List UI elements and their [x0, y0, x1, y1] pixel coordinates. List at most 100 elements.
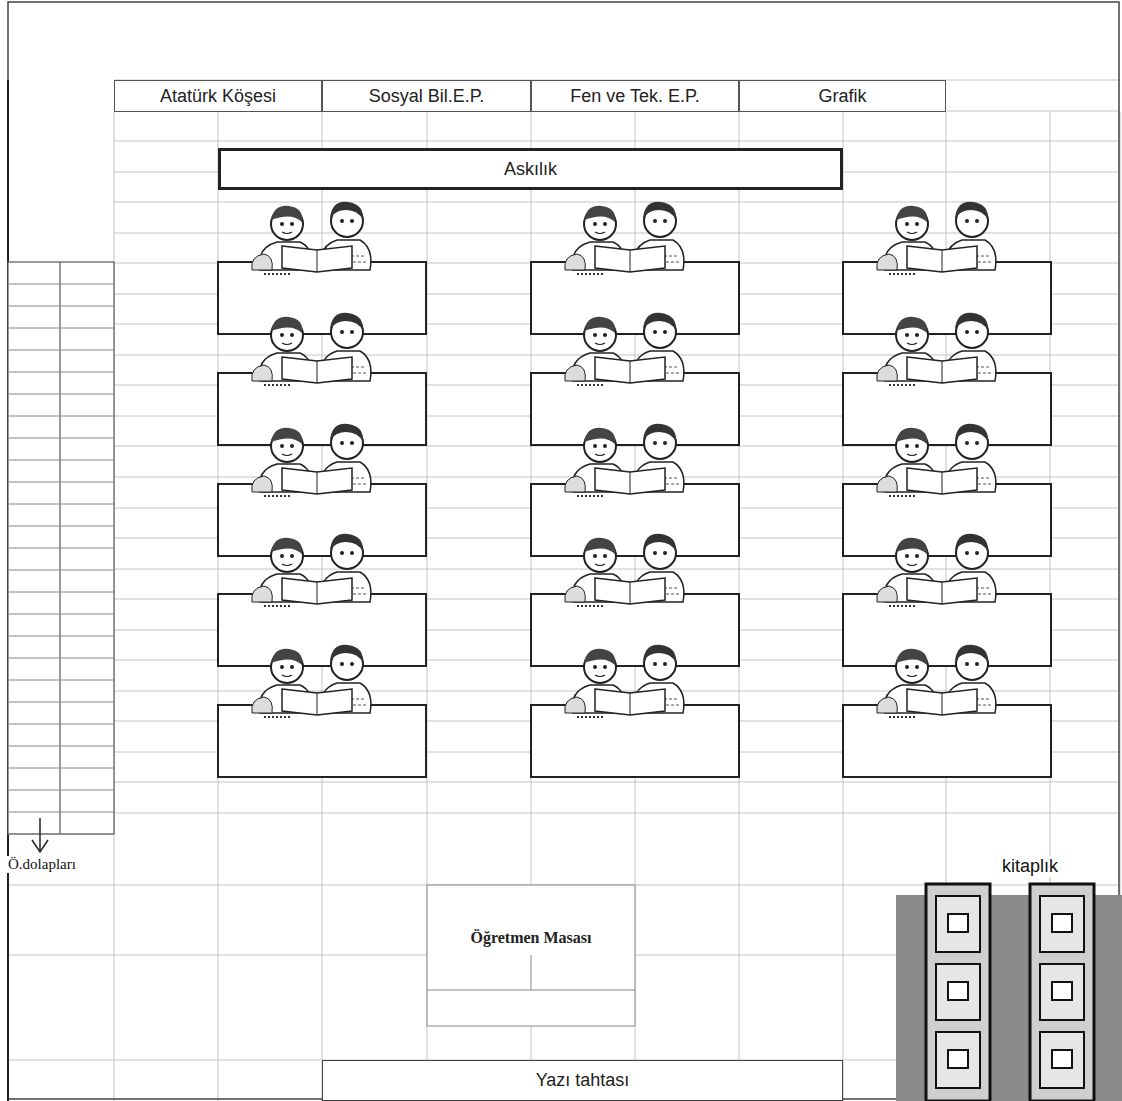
pupils-figure [252, 534, 371, 606]
pupils-figure [252, 424, 371, 496]
node-label: Sosyal Bil.E.P. [369, 86, 485, 107]
locker-shelf [8, 394, 114, 395]
furniture [8, 2, 1122, 1101]
teacher-desk: Öğretmen Masası [427, 921, 635, 955]
corner-board: Grafik [739, 80, 946, 112]
locker-shelf [8, 768, 114, 769]
grid-line [114, 141, 1120, 142]
pupil-desk [531, 645, 739, 777]
desk-top [218, 484, 426, 556]
desk-top [531, 373, 739, 445]
node-label: Yazı tahtası [536, 1070, 630, 1091]
grid-line [114, 782, 1120, 783]
corner-board: Atatürk Köşesi [114, 80, 322, 112]
pupils-figure [565, 424, 684, 496]
pupils-figure [565, 645, 684, 717]
locker-shelf [8, 680, 114, 681]
pupils-figure [565, 202, 684, 274]
locker-shelf [8, 306, 114, 307]
desk-top [843, 705, 1051, 777]
pupil-desk [843, 534, 1051, 666]
cabinet [926, 884, 990, 1101]
desk-top [531, 484, 739, 556]
pupil-desk [218, 645, 426, 777]
drawer-handle [948, 914, 968, 932]
drawer-handle [1052, 914, 1072, 932]
locker-shelf [8, 614, 114, 615]
locker-shelf [8, 328, 114, 329]
pupil-desk [843, 313, 1051, 445]
drawer [936, 964, 980, 1020]
bookcase [896, 884, 1122, 1101]
locker-shelf [8, 526, 114, 527]
pupil-desk [843, 645, 1051, 777]
pupils-figure [565, 534, 684, 606]
locker-shelf [8, 284, 114, 285]
locker-shelf [8, 570, 114, 571]
desk-top [218, 373, 426, 445]
pupils-figure [565, 313, 684, 385]
bookcase-label: kitaplık [1000, 856, 1060, 877]
drawer [936, 896, 980, 952]
node-label: Askılık [504, 159, 557, 180]
drawer-handle [948, 1050, 968, 1068]
room-border [8, 2, 1119, 1099]
locker-shelf [8, 702, 114, 703]
desk-top [843, 373, 1051, 445]
pupils-figure [877, 424, 996, 496]
pupils-figure [877, 534, 996, 606]
node-label: Grafik [818, 86, 866, 107]
pupil-desk [218, 534, 426, 666]
drawer [1040, 896, 1084, 952]
locker-shelf [8, 658, 114, 659]
pupil-desk [531, 202, 739, 334]
lockers-label: Ö.dolapları [6, 856, 78, 873]
pupils-figure [252, 313, 371, 385]
desk-top [531, 705, 739, 777]
pupils-figure [877, 645, 996, 717]
teacher-lockers [8, 262, 114, 852]
node-label: Atatürk Köşesi [160, 86, 276, 107]
pupil-desk [218, 313, 426, 445]
pupil-desk [531, 424, 739, 556]
teacher-desk-frame [427, 885, 635, 1026]
corner-board: Fen ve Tek. E.P. [531, 80, 739, 112]
locker-shelf [8, 746, 114, 747]
pupils-figure [252, 202, 371, 274]
pupil-desk [218, 424, 426, 556]
locker-shelf [8, 482, 114, 483]
locker-shelf [8, 834, 114, 835]
locker-shelf [8, 812, 114, 813]
pupil-desk [843, 424, 1051, 556]
desk-top [843, 484, 1051, 556]
pupil-desk [218, 202, 426, 334]
locker-shelf [8, 350, 114, 351]
locker-frame [8, 262, 114, 834]
locker-shelf [8, 460, 114, 461]
locker-shelf [8, 592, 114, 593]
down-arrow [32, 818, 48, 852]
drawer [1040, 964, 1084, 1020]
node-label: Fen ve Tek. E.P. [570, 86, 699, 107]
desk-top [218, 594, 426, 666]
drawer [1040, 1032, 1084, 1088]
grid-line [114, 813, 1120, 814]
locker-shelf [8, 438, 114, 439]
coat-rack: Askılık [218, 148, 843, 190]
drawer-handle [948, 982, 968, 1000]
desk-top [843, 262, 1051, 334]
desk-top [843, 594, 1051, 666]
locker-shelf [8, 724, 114, 725]
drawer [936, 1032, 980, 1088]
drawer-handle [1052, 982, 1072, 1000]
locker-shelf [8, 548, 114, 549]
locker-shelf [8, 416, 114, 417]
pupil-desk [531, 534, 739, 666]
locker-shelf [8, 790, 114, 791]
locker-shelf [8, 636, 114, 637]
locker-shelf [8, 372, 114, 373]
node-label: Öğretmen Masası [470, 929, 591, 947]
floor-grid [8, 80, 1120, 1101]
drawer-handle [1052, 1050, 1072, 1068]
